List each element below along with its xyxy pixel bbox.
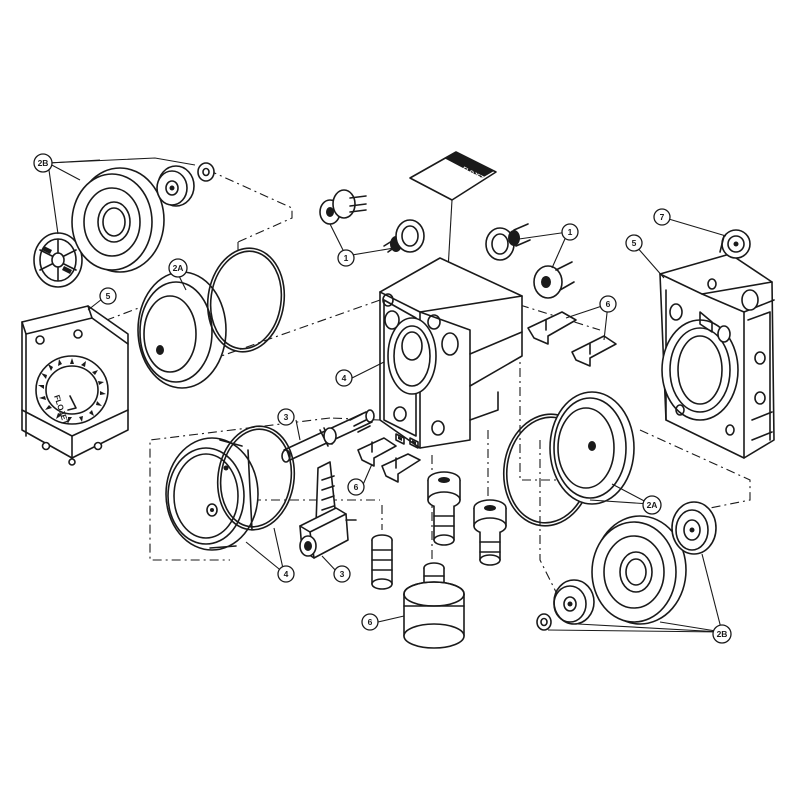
callout-3-bottom: 3 (333, 565, 351, 583)
svg-text:7: 7 (660, 212, 665, 222)
callout-1-right: 1 (561, 223, 579, 241)
check-valve-fourth (533, 261, 575, 299)
leaders-1-right (511, 231, 569, 269)
leaders-1-left (329, 223, 395, 257)
svg-text:5: 5 (632, 238, 637, 248)
callout-2b-bottom: 2B (712, 624, 732, 644)
hose-barb-center (427, 471, 461, 546)
callout-2b-top: 2B (33, 153, 53, 173)
svg-text:3: 3 (284, 412, 289, 422)
eccentric-bearing-3 (299, 461, 357, 559)
callout-5-right: 5 (625, 234, 643, 252)
callout-6-clip: 6 (347, 478, 365, 496)
leader-7 (661, 216, 727, 237)
svg-text:1: 1 (568, 227, 573, 237)
svg-text:2B: 2B (38, 158, 49, 168)
retaining-clips-6-left (357, 437, 421, 483)
diaphragm-2a-right (502, 391, 635, 527)
leader-5-right (635, 245, 665, 279)
leader-4-mid (351, 361, 385, 379)
leaders-2b-bottom (547, 553, 723, 633)
check-valve-top (319, 189, 367, 225)
umbrella-valve-7 (719, 229, 751, 259)
port-fitting-6 (403, 562, 465, 649)
svg-text:5: 5 (106, 291, 111, 301)
leader-5-left (87, 298, 103, 311)
diaphragm-2a-top (137, 247, 286, 389)
check-valve-third (485, 223, 531, 261)
check-valves-1-right (485, 223, 575, 299)
svg-text:6: 6 (606, 299, 611, 309)
callout-4-mid: 4 (335, 369, 353, 387)
leader-6-fitting (377, 615, 405, 623)
label-tag: FLOJET (409, 151, 497, 271)
callout-4-bottom: 4 (277, 565, 295, 583)
diaphragm-housing-4-bottom (165, 425, 296, 551)
callout-2a-top: 2A (168, 258, 188, 278)
connecting-rod-3 (281, 409, 375, 463)
svg-text:3: 3 (340, 569, 345, 579)
pump-body-housing (379, 257, 523, 449)
leader-3-top (295, 419, 301, 441)
end-housing-right (659, 253, 775, 459)
callout-6-right: 6 (599, 295, 617, 313)
svg-text:2A: 2A (173, 263, 184, 273)
check-valves-1-left (319, 189, 425, 253)
retaining-clips-6-right (527, 311, 617, 367)
callout-5-left: 5 (99, 287, 117, 305)
valve-plate-2b-top (33, 162, 215, 288)
leaders-2b-top (47, 157, 196, 235)
hose-barb-small (371, 534, 393, 590)
svg-text:2A: 2A (647, 500, 658, 510)
leaders-4-bottom (245, 527, 285, 574)
svg-text:6: 6 (354, 482, 359, 492)
svg-text:6: 6 (368, 617, 373, 627)
callout-2a-right: 2A (642, 495, 662, 515)
check-valve-second (383, 219, 425, 253)
callout-1-left: 1 (337, 249, 355, 267)
valve-plate-2b-bottom (536, 501, 717, 631)
callout-6-fitting: 6 (361, 613, 379, 631)
callout-3-top: 3 (277, 408, 295, 426)
svg-text:1: 1 (344, 253, 349, 263)
hose-barb-right (473, 499, 507, 566)
svg-text:2B: 2B (717, 629, 728, 639)
callout-7: 7 (653, 208, 671, 226)
end-cover-left: FLOJET (21, 305, 129, 466)
svg-text:4: 4 (342, 373, 347, 383)
svg-text:4: 4 (284, 569, 289, 579)
